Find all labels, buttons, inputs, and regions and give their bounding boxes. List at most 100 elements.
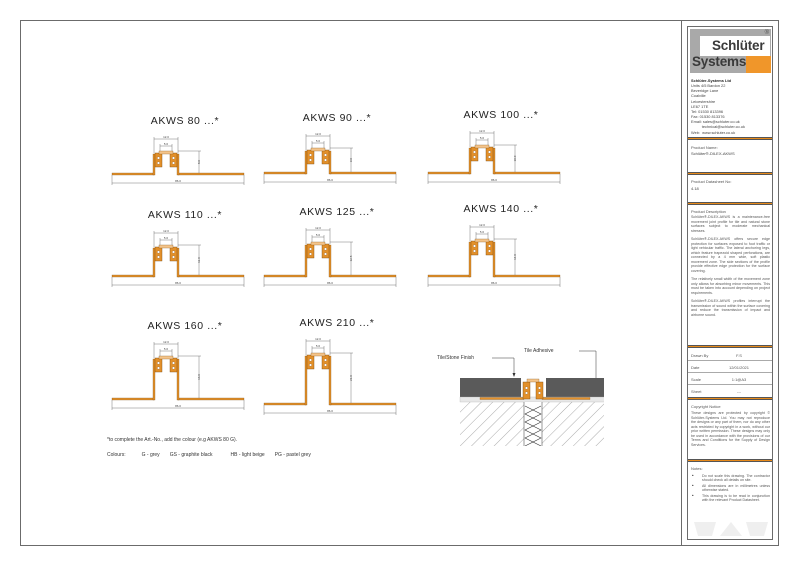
divider-bar: [688, 345, 772, 348]
divider-bar: [688, 202, 772, 205]
svg-text:12.0: 12.0: [315, 226, 321, 230]
info-value: F.S: [736, 353, 742, 358]
copyright-label: Copyright Notice: [691, 404, 721, 409]
info-key: Drawn By: [691, 353, 709, 358]
schluter-logo: Schlüter Systems ®: [690, 29, 771, 73]
divider-bar: [688, 137, 772, 140]
svg-text:86.0: 86.0: [175, 281, 181, 285]
note-item: All dimensions are in millimetres unless…: [691, 484, 770, 493]
profile-title: AKWS 100 ...*: [463, 109, 539, 121]
svg-text:5.6: 5.6: [480, 230, 485, 234]
address-line: Coalville: [691, 93, 706, 99]
profile-drawing: 12.05.611.086.0: [111, 229, 245, 287]
datasheet-label: Product Datasheet No:: [691, 179, 732, 184]
logo-word-systems: Systems: [692, 54, 747, 69]
svg-text:12.0: 12.0: [479, 223, 485, 227]
divider-bar: [688, 459, 772, 462]
phone: Tel: 01530 813396: [691, 108, 724, 114]
colour-options: Colours: G - grey GS - graphite black HB…: [107, 452, 311, 458]
profile-title: AKWS 110 ...*: [147, 209, 223, 221]
profile-akws140: AKWS 140 ...* 12.0 5.6 14.0 86.0: [426, 201, 576, 291]
description-paragraph: Schlüter®-DILEX-AKWS profiles interrupt …: [691, 299, 770, 317]
email-technical: technical@schluter.co.uk: [691, 124, 745, 130]
info-key: Date: [691, 365, 700, 370]
art-no-footnote: *to complete the Art.-No., add the colou…: [107, 437, 238, 443]
svg-text:5.6: 5.6: [164, 347, 169, 351]
title-block: Schlüter Systems ® Schlüter-Systems Ltd …: [687, 26, 773, 540]
profile-drawing: 12.0 5.6 8.0 86.0: [111, 135, 245, 185]
svg-text:86.0: 86.0: [327, 178, 333, 182]
company-address: Schlüter-Systems Ltd Units 4/5 Bardon 22…: [691, 78, 771, 135]
info-date: Date 12/01/2021: [688, 361, 772, 373]
address-line: Leicestershire: [691, 98, 716, 104]
svg-text:5.6: 5.6: [316, 139, 321, 143]
note-item: This drawing is to be read in conjunctio…: [691, 494, 770, 503]
divider-bar: [688, 397, 772, 400]
svg-text:12.0: 12.0: [163, 135, 169, 139]
colour-light-beige: HB - light beige: [230, 452, 265, 458]
svg-text:5.6: 5.6: [164, 236, 169, 240]
description-label: Product Description: [691, 209, 726, 214]
svg-text:16.0: 16.0: [197, 374, 201, 380]
svg-text:9.0: 9.0: [349, 158, 353, 163]
datasheet-value: 4.18: [691, 186, 699, 191]
profile-title: AKWS 160 ...*: [147, 320, 223, 332]
svg-text:12.0: 12.0: [163, 340, 169, 344]
svg-text:5.6: 5.6: [316, 233, 321, 237]
svg-text:86.0: 86.0: [175, 179, 181, 183]
info-drawn-by: Drawn By F.S: [688, 349, 772, 361]
svg-text:86.0: 86.0: [175, 404, 181, 408]
section-drawing: [459, 350, 604, 446]
notes-label: Notes:: [691, 466, 703, 471]
profile-title: AKWS 90 ...*: [302, 112, 372, 124]
profile-title: AKWS 125 ...*: [299, 206, 375, 218]
svg-text:14.0: 14.0: [513, 254, 517, 260]
label-tile-adhesive: Tile Adhesive: [524, 348, 554, 354]
svg-text:12.0: 12.0: [163, 229, 169, 233]
profile-title: AKWS 210 ...*: [299, 317, 375, 329]
profile-drawing: 12.0 5.6 10.0 86.0: [427, 129, 561, 184]
svg-text:5.6: 5.6: [480, 136, 485, 140]
profile-akws160: AKWS 160 ...* 12.0 5.6 16.0 86.0: [110, 318, 260, 410]
installation-section: Tile/Stone Finish Tile Adhesive: [424, 346, 604, 446]
drawing-frame: [20, 20, 779, 546]
svg-text:86.0: 86.0: [491, 281, 497, 285]
svg-text:21.0: 21.0: [349, 375, 353, 381]
address-line: Beveridge Lane: [691, 88, 719, 94]
profile-drawing: 12.0 5.6 12.5 86.0: [263, 226, 397, 287]
website: Web: www.schluter.co.uk: [691, 129, 736, 135]
svg-text:86.0: 86.0: [491, 178, 497, 182]
sheet-divider: [681, 20, 682, 546]
svg-text:12.5: 12.5: [349, 255, 353, 261]
product-name-value: Schlüter®-DILEX-AKWS: [691, 151, 735, 156]
svg-text:86.0: 86.0: [327, 409, 333, 413]
info-value: 12/01/2021: [728, 365, 750, 370]
svg-text:12.0: 12.0: [479, 129, 485, 133]
profile-drawing: 12.0 5.6 9.0 86.0: [263, 132, 397, 184]
svg-text:12.0: 12.0: [315, 132, 321, 136]
info-key: Sheet: [691, 389, 702, 394]
profile-drawing: 12.05.621.086.0: [263, 337, 397, 415]
watermark-hexagons-icon: [694, 522, 768, 536]
svg-text:86.0: 86.0: [327, 281, 333, 285]
profile-drawing: 12.0 5.6 14.0 86.0: [427, 223, 561, 287]
profile-akws100: AKWS 100 ...* 12.0 5.6 10.0 86.0: [426, 107, 576, 197]
logo-word-schluter: Schlüter: [712, 38, 765, 53]
svg-text:5.6: 5.6: [316, 344, 321, 348]
notes-list: Do not scale this drawing. The contracto…: [691, 474, 770, 503]
svg-text:8.0: 8.0: [197, 160, 201, 165]
info-key: Scale: [691, 377, 702, 382]
note-item: Do not scale this drawing. The contracto…: [691, 474, 770, 483]
svg-text:5.6: 5.6: [164, 142, 169, 146]
label-tile-finish: Tile/Stone Finish: [437, 355, 475, 361]
profile-akws125: AKWS 125 ...* 12.0 5.6 12.5 86.0: [262, 204, 412, 294]
profile-title: AKWS 140 ...*: [463, 203, 539, 215]
product-name-label: Product Name:: [691, 145, 718, 150]
svg-text:10.0: 10.0: [513, 155, 517, 161]
colour-graphite-black: GS - graphite black: [169, 452, 213, 458]
colours-label: Colours:: [107, 452, 126, 458]
info-value: 1:1@A3: [731, 377, 747, 382]
